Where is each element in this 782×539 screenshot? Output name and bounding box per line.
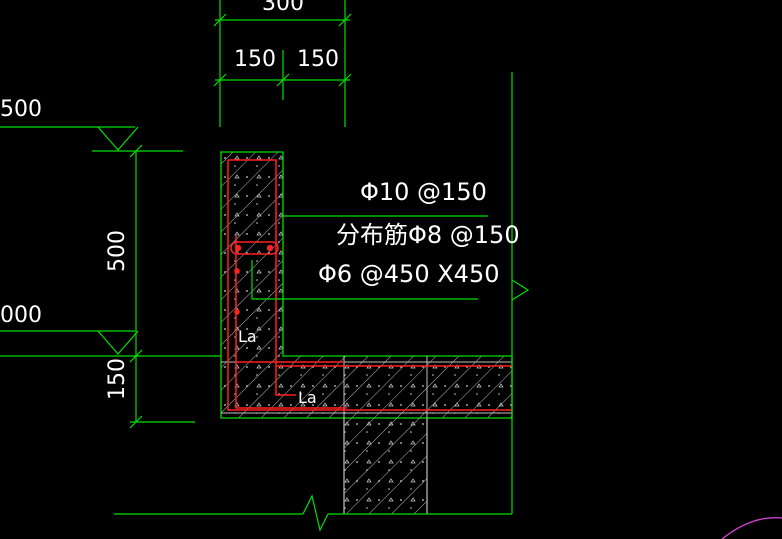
arc-fragment (721, 517, 782, 539)
elevation-lower-label: 000 (0, 303, 42, 328)
anchorage-label-horizontal: La (298, 388, 317, 407)
rebar-note-tie: Φ6 @450 X450 (318, 260, 499, 288)
dimension-lines (0, 0, 530, 532)
rebar-note-distribution: 分布筋Φ8 @150 (336, 221, 520, 249)
dimension-top-total: 300 (262, 0, 304, 16)
concrete-section (220, 151, 513, 419)
anchorage-label-vertical: La (238, 327, 257, 346)
dimension-slab-thickness: 150 (105, 358, 130, 400)
dimension-wall-height: 500 (105, 230, 130, 272)
pile-section (343, 418, 428, 514)
rebar-note-main: Φ10 @150 (360, 178, 487, 206)
dimension-top-left: 150 (234, 47, 276, 72)
rebar-cage (227, 159, 512, 411)
elevation-upper-label: 500 (0, 97, 42, 122)
dimension-top-right: 150 (297, 47, 339, 72)
